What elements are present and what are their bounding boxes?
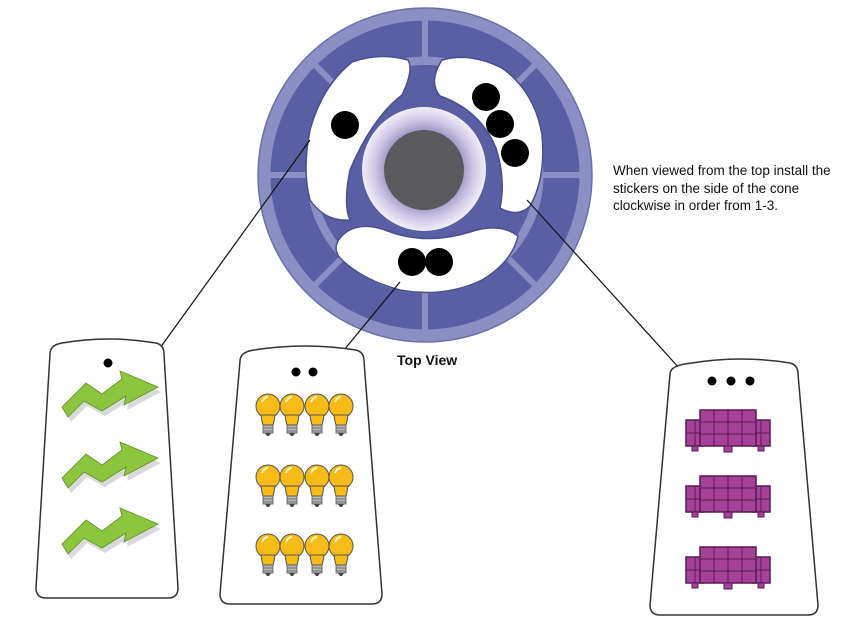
pocket-3-dot-c (501, 139, 529, 167)
top-view-disc (257, 7, 593, 343)
pocket-3-dot-b (486, 110, 514, 138)
pocket-3-dot-a (472, 83, 500, 111)
pocket-right (433, 56, 544, 214)
sticker-1 (35, 338, 179, 599)
sticker-1-dot (103, 358, 113, 368)
pocket-2-dot-b (425, 248, 453, 276)
sticker-3-dot-a (707, 376, 717, 386)
instructions-text: When viewed from the top install the sti… (613, 163, 831, 213)
pocket-left (305, 55, 411, 221)
sticker-3-dot-c (745, 376, 755, 386)
sticker-2-dot-b (308, 367, 318, 377)
pocket-1-dot (331, 111, 359, 139)
pocket-2-dot-a (398, 248, 426, 276)
sticker-2 (219, 345, 383, 605)
sticker-2-dot-a (291, 367, 301, 377)
center-hub (384, 130, 464, 210)
top-view-label: Top View (397, 352, 458, 368)
sticker-3-dot-b (726, 376, 736, 386)
sticker-3 (649, 358, 819, 616)
